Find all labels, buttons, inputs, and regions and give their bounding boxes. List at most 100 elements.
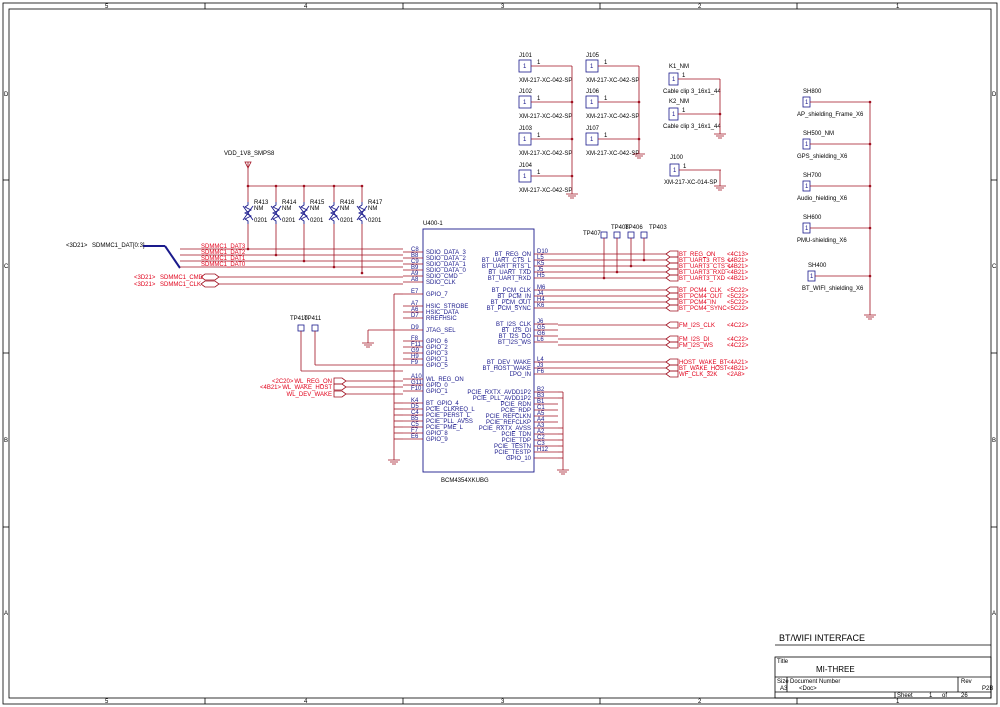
chip-pin-number: H9 — [411, 354, 419, 360]
connector-part: XM-217-XC-042-SP — [519, 78, 572, 84]
chip-pin-name: BT_UART_CTS_L — [482, 258, 532, 264]
chip-pin-name: BT_DEV_WAKE — [487, 360, 531, 366]
zone-ticks — [3, 3, 997, 704]
chip-pin-name: SDIO_DATA_1 — [426, 262, 466, 268]
chip-pin-number: C8 — [411, 247, 419, 253]
net-ref: <5C22> — [727, 300, 749, 306]
offpage-connector-icon — [665, 292, 679, 300]
resistor-package: 0201 — [282, 218, 296, 224]
chip-pin-number: F6 — [537, 369, 545, 375]
column-label-bottom: 4 — [304, 699, 308, 705]
net-label: WL_WAKE_HOST — [282, 385, 332, 391]
test-point-icon — [640, 231, 648, 239]
resistor-icon — [357, 202, 367, 224]
net-ref: <5C22> — [727, 294, 749, 300]
chip-pin-name: GPIO_5 — [426, 363, 448, 369]
shield-part: AP_shielding_Frame_X6 — [797, 112, 864, 118]
offpage-connector-icon — [333, 377, 347, 385]
test-point-label: TP410 — [290, 316, 308, 322]
net-ref: <4B21> — [727, 270, 749, 276]
chip-pin-number: C3 — [537, 441, 545, 447]
test-point-icon — [600, 231, 608, 239]
net-label: BT_UART3_RXD — [679, 270, 726, 276]
chip-pin-name: GPIO_2 — [426, 345, 448, 351]
test-point-label: TP406 — [625, 225, 643, 231]
chip-pin-number: E6 — [411, 434, 419, 440]
chip-pin-number: L4 — [537, 357, 544, 363]
junction-dot — [637, 137, 641, 141]
offpage-connector-icon — [333, 390, 347, 398]
junction-dot — [360, 184, 364, 188]
column-label-bottom: 1 — [896, 699, 900, 705]
offpage-connector-icon — [665, 321, 679, 329]
column-label-bottom: 3 — [501, 699, 505, 705]
chip-pin-number: F11 — [411, 342, 422, 348]
chip-pin-name: BT_GPIO_4 — [426, 401, 459, 407]
clip-ref: K1_NM — [669, 64, 689, 70]
drawing-area-border — [8, 8, 992, 699]
offpage-connector-icon — [665, 358, 679, 366]
not-mounted-cross-icon — [298, 205, 310, 221]
chip-pin-number: A8 — [411, 277, 419, 283]
clip-pin: 1 — [673, 168, 677, 174]
chip-pin-number: K4 — [411, 398, 419, 404]
net-label: BT_UART3_CTS_L — [679, 264, 732, 270]
chip-body — [422, 228, 535, 473]
resistor-ref: R414 — [282, 200, 297, 206]
chip-pin-number: A7 — [411, 301, 419, 307]
connector-pin-number: 1 — [604, 60, 608, 66]
offpage-connector-icon — [665, 286, 679, 294]
column-label-top: 5 — [105, 4, 109, 10]
not-mounted-cross-icon — [328, 205, 340, 221]
chip-pin-name: PCIE_PLL_AVDD1P2 — [473, 396, 532, 402]
resistor-value: NM — [310, 206, 319, 212]
shield-pin: 1 — [805, 142, 809, 148]
chip-pin-name: PCIE_RXTX_AVDD1P2 — [467, 390, 531, 396]
net-ref: <4B21> — [727, 264, 749, 270]
junction-dot — [629, 264, 633, 268]
offpage-connector-icon — [665, 304, 679, 312]
resistor-value: NM — [254, 206, 263, 212]
ground-icon — [864, 314, 876, 320]
chip-pin-number: L6 — [537, 337, 544, 343]
ground-icon — [388, 459, 400, 465]
clip-ref: J100 — [670, 155, 684, 161]
size-value: A3 — [780, 686, 788, 692]
net-label: BT_PCM4_CLK — [679, 288, 722, 294]
junction-dot — [360, 271, 364, 275]
not-mounted-cross-icon — [270, 205, 282, 221]
row-label-left: A — [4, 611, 8, 617]
clip-pin-number: 1 — [682, 73, 686, 79]
connector-part: XM-217-XC-042-SP — [586, 151, 639, 157]
chip-pin-name: GPIO_3 — [426, 351, 448, 357]
chip-pin-name: BT_UART_RTS_L — [482, 264, 532, 270]
net-ref: <3D21> — [134, 282, 156, 288]
resistor-value: NM — [282, 206, 291, 212]
chip-pin-name: BT_PCM_CLK — [492, 288, 531, 294]
offpage-connector-icon — [200, 273, 220, 281]
chip-pin-name: BT_I2S_DI — [502, 328, 532, 334]
net-ref: <5C22> — [727, 306, 749, 312]
ground-icon — [362, 342, 374, 348]
connector-pin: 1 — [523, 174, 527, 180]
junction-dot — [718, 112, 722, 116]
chip-pin-number: D10 — [537, 249, 549, 255]
connector-pin-number: 1 — [604, 133, 608, 139]
column-label-top: 1 — [896, 4, 900, 10]
chip-pin-name: PCIE_REFCLKP — [486, 420, 531, 426]
chip-pin-name: PCIE_TDN — [501, 432, 531, 438]
chip-pin-number: F8 — [411, 336, 419, 342]
net-label: BT_PCM4_SYNC — [679, 306, 727, 312]
net-label: BT_WAKE_HOST — [679, 366, 728, 372]
connector-ref: J105 — [586, 53, 600, 59]
chip-pin-number: C4 — [411, 410, 419, 416]
resistor-group: R413NM0201R414NM0201R415NM0201R416NM0201… — [242, 184, 383, 275]
chip-pin-number: M6 — [537, 285, 546, 291]
chip-pin-number: F7 — [411, 428, 419, 434]
test-point-label: TP411 — [304, 316, 322, 322]
chip-pin-number: K5 — [537, 261, 545, 267]
chip-pin-number: B5 — [411, 416, 419, 422]
rev-value: P2B — [982, 686, 993, 692]
net-label: FM_I2S_DI — [679, 337, 710, 343]
column-label-top: 4 — [304, 4, 308, 10]
